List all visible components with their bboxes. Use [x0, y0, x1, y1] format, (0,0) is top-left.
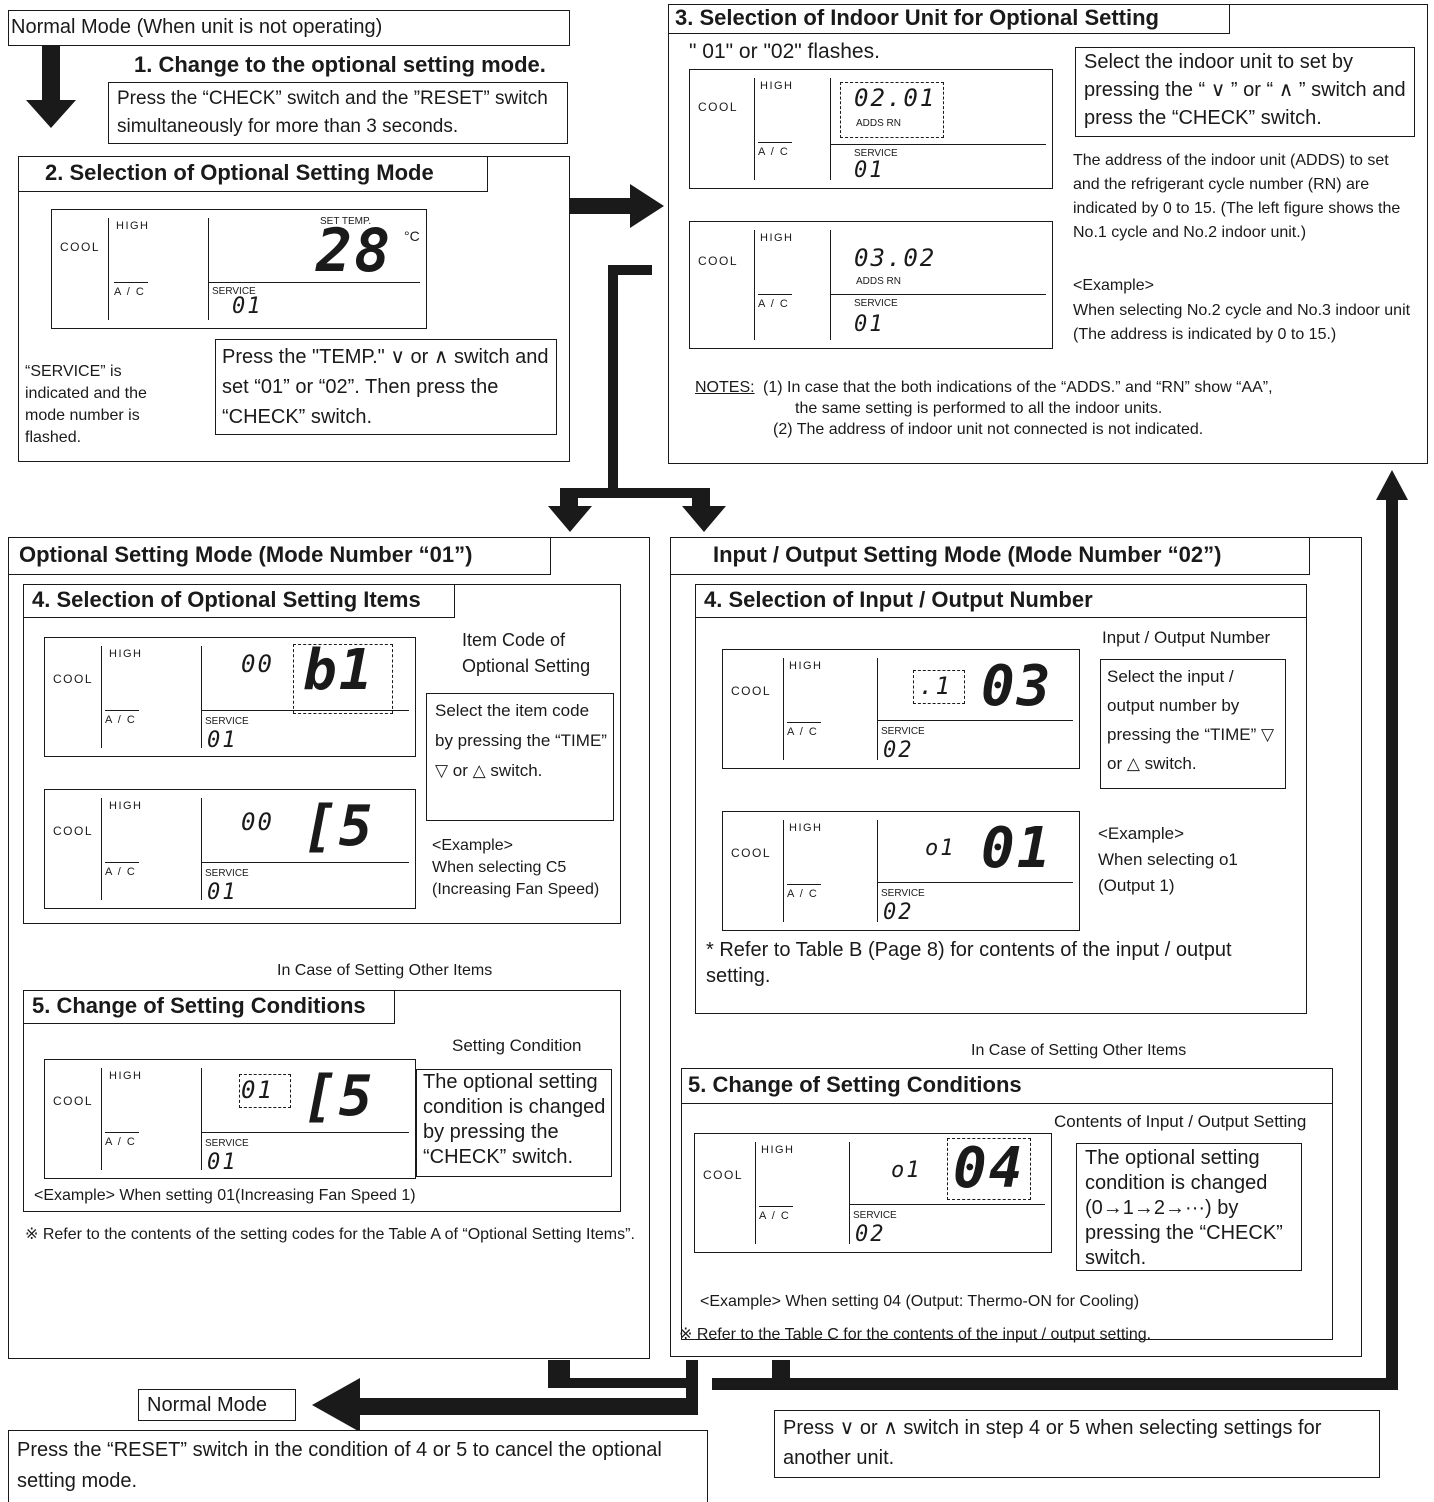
note1b: the same setting is performed to all the…: [795, 400, 1163, 417]
mode02-title: Input / Output Setting Mode (Mode Number…: [713, 542, 1222, 567]
note2: (2) The address of indoor unit not conne…: [773, 421, 1204, 438]
mode01-other-items: In Case of Setting Other Items: [277, 962, 493, 979]
step2-panel: 2. Selection of Optional Setting Mode CO…: [18, 156, 570, 462]
note1: (1) In case that the both indications of…: [763, 379, 1273, 396]
lcd-step3-a: COOL HIGH A / C 02.01 ADDS RN SERVICE 01: [689, 69, 1053, 189]
mode02-example-text: When selecting o1 (Output 1): [1098, 850, 1238, 895]
arrow-up-right: [1376, 470, 1408, 500]
lcd-mode02-a: COOL HIGH A / C .1 03 SERVICE 02: [722, 649, 1080, 769]
mode02-panel: Input / Output Setting Mode (Mode Number…: [670, 537, 1362, 1357]
mode02-refer-b: * Refer to Table B (Page 8) for contents…: [706, 939, 1232, 987]
normal-mode-bottom: Normal Mode: [138, 1389, 296, 1421]
mode02-refer-c: ※ Refer to the Table C for the contents …: [679, 1326, 1152, 1343]
mode01-example-setting: <Example> When setting 01(Increasing Fan…: [34, 1187, 416, 1204]
step3-address-note: The address of the indoor unit (ADDS) to…: [1073, 152, 1401, 241]
step3-header: 3. Selection of Indoor Unit for Optional…: [668, 4, 1230, 34]
step3-example-label: <Example>: [1073, 277, 1154, 294]
mode02-example-label: <Example>: [1098, 824, 1184, 843]
step3-flash-note: " 01" or "02" flashes.: [689, 40, 880, 63]
mode01-step5-title: 5. Change of Setting Conditions: [32, 993, 366, 1018]
lcd-mode01-b: COOL HIGH A / C 00 [5 SERVICE 01: [44, 789, 416, 909]
lcd-mode01-c: COOL HIGH A / C 01 [5 SERVICE 01: [44, 1059, 416, 1179]
lcd-step2: COOL HIGH A / C SET TEMP. 28 °C SERVICE …: [51, 209, 427, 329]
mode01-example-label: <Example>: [432, 837, 513, 854]
mode01-refer: ※ Refer to the contents of the setting c…: [25, 1226, 635, 1243]
mode02-step4-title: 4. Selection of Input / Output Number: [704, 587, 1093, 612]
normal-mode-label: Normal Mode (When unit is not operating): [11, 16, 383, 38]
step2-title: 2. Selection of Optional Setting Mode: [45, 160, 434, 185]
step3-title: 3. Selection of Indoor Unit for Optional…: [675, 5, 1159, 30]
mode01-step4: 4. Selection of Optional Setting Items C…: [23, 584, 621, 924]
reset-box: Press the “RESET” switch in the conditio…: [8, 1430, 708, 1502]
another-unit-box: Press ∨ or ∧ switch in step 4 or 5 when …: [774, 1410, 1380, 1478]
arrow-left-normal: [312, 1378, 698, 1432]
arrow-down-1: [26, 42, 76, 128]
step3-instruction-box: Select the indoor unit to set by pressin…: [1075, 47, 1415, 137]
mode01-step5: 5. Change of Setting Conditions COOL HIG…: [23, 990, 621, 1212]
mode01-header: Optional Setting Mode (Mode Number “01”): [8, 537, 551, 575]
step1-box: Press the “CHECK” switch and the ”RESET”…: [108, 82, 568, 144]
step1-title: 1. Change to the optional setting mode.: [134, 52, 546, 77]
arrow-down-left: [548, 488, 592, 532]
mode02-example-setting: <Example> When setting 04 (Output: Therm…: [700, 1293, 1140, 1310]
step2-header: 2. Selection of Optional Setting Mode: [18, 156, 488, 192]
step1-text: Press the “CHECK” switch and the ”RESET”…: [117, 88, 548, 137]
step2-instruction-box: Press the "TEMP." ∨ or ∧ switch and set …: [215, 339, 557, 435]
mode01-panel: Optional Setting Mode (Mode Number “01”)…: [8, 537, 650, 1359]
step3-example-text: When selecting No.2 cycle and No.3 indoo…: [1073, 302, 1411, 343]
lcd-mode02-c: COOL HIGH A / C o1 04 SERVICE 02: [694, 1133, 1052, 1253]
mode02-step5-title: 5. Change of Setting Conditions: [688, 1072, 1022, 1097]
io-number-label: Input / Output Number: [1102, 628, 1271, 647]
step2-note: “SERVICE” is indicated and the mode numb…: [25, 363, 147, 446]
mode02-other-items: In Case of Setting Other Items: [971, 1042, 1187, 1059]
lcd-mode02-b: COOL HIGH A / C o1 01 SERVICE 02: [722, 811, 1080, 931]
arrow-down-right: [682, 488, 726, 532]
contents-label: Contents of Input / Output Setting: [1054, 1112, 1307, 1131]
setting-condition-label: Setting Condition: [452, 1036, 582, 1055]
normal-mode-box: Normal Mode (When unit is not operating): [8, 10, 570, 46]
mode01-select-box: Select the item code by pressing the “TI…: [426, 693, 614, 821]
lcd-step3-b: COOL HIGH A / C 03.02 ADDS RN SERVICE 01: [689, 221, 1053, 349]
mode02-step4: 4. Selection of Input / Output Number CO…: [695, 584, 1307, 1014]
mode02-header: Input / Output Setting Mode (Mode Number…: [670, 537, 1310, 575]
mode02-change-box: The optional setting condition is change…: [1076, 1143, 1302, 1271]
mode01-title: Optional Setting Mode (Mode Number “01”): [19, 542, 473, 567]
step3-panel: 3. Selection of Indoor Unit for Optional…: [668, 4, 1428, 464]
arrow-right-1: [570, 184, 664, 228]
notes-label: NOTES:: [695, 379, 755, 396]
lcd-mode01-a: COOL HIGH A / C 00 b1 SERVICE 01: [44, 637, 416, 757]
mode02-step5: 5. Change of Setting Conditions COOL HIG…: [681, 1068, 1333, 1340]
mode02-select-box: Select the input / output number by pres…: [1100, 659, 1286, 789]
mode01-change-box: The optional setting condition is change…: [416, 1069, 612, 1177]
mode01-item-code-label: Item Code of Optional Setting: [462, 630, 591, 676]
mode01-example-text: When selecting C5 (Increasing Fan Speed): [432, 859, 600, 898]
mode01-step4-title: 4. Selection of Optional Setting Items: [32, 587, 421, 612]
